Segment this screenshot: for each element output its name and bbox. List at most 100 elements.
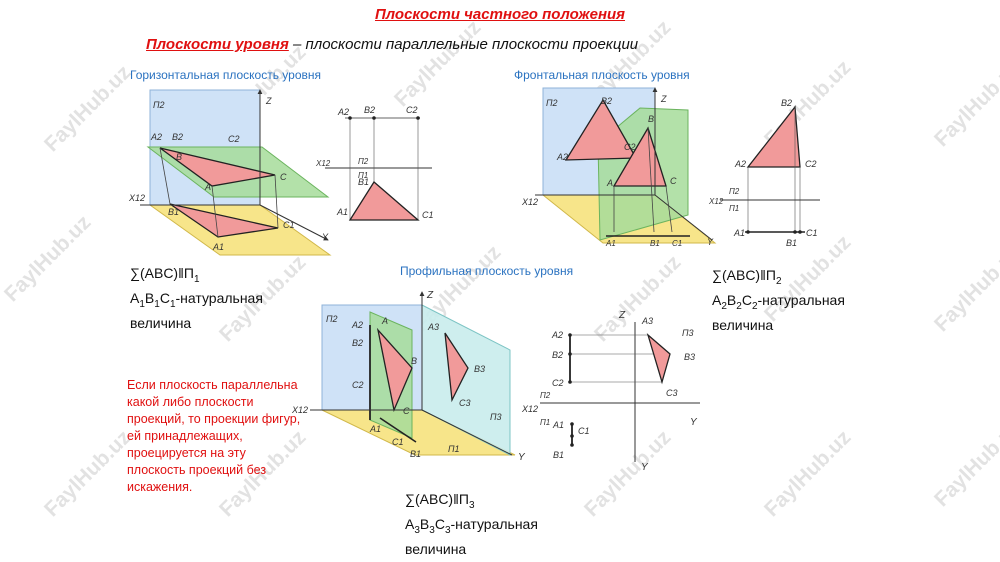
epure-label-c1: C1 <box>422 210 434 220</box>
note-natural: A2B2C2-натуральная <box>712 291 845 316</box>
epure-label-c1: C1 <box>806 228 818 238</box>
horizontal-epure: A2 B2 C2 X12 П2 П1 B1 A1 C1 <box>315 105 434 221</box>
note-natural: A1B1C1-натуральная <box>130 289 263 314</box>
note-a: A <box>405 515 415 532</box>
epure-triangle <box>348 181 420 221</box>
epure-label-p2: П2 <box>729 187 740 196</box>
rule-note: Если плоскость параллельна какой либо пл… <box>127 378 301 494</box>
epure-label-b1: B1 <box>553 450 564 460</box>
profile-epure: Z Y Y X12 П2 П1 П3 A2 B2 C2 A3 B3 C3 A1 … <box>521 310 700 473</box>
profile-3d-figure: Z X12 Y П2 П3 П1 A2 B2 C2 A B C A3 B3 C3… <box>291 290 526 463</box>
triangle-abc <box>376 327 413 413</box>
note-value: величина <box>405 540 467 557</box>
label-b2: B2 <box>352 338 363 348</box>
note-condition: ∑(ABC)ǁП3 <box>405 490 538 515</box>
note-condition: ∑(ABC)ǁП2 <box>712 266 845 291</box>
note-condition: ∑(ABC)ǁП1 <box>130 264 263 289</box>
epure-label-a1: A1 <box>552 420 564 430</box>
page-subtitle: Плоскости уровня – плоскости параллельны… <box>146 36 638 53</box>
profile-note: ∑(ABC)ǁП3 A3B3C3-натуральная величина <box>405 490 538 558</box>
note-sub-a: 3 <box>414 524 420 536</box>
label-p1: П1 <box>448 444 460 454</box>
epure-label-p1: П1 <box>540 418 550 427</box>
note-sub-b: 3 <box>429 524 435 536</box>
epure-label-b1: B1 <box>358 177 369 187</box>
label-a: A <box>381 316 388 326</box>
epure-label-b2: B2 <box>552 350 563 360</box>
label-c3: C3 <box>459 398 471 408</box>
note-condition-text: ∑(ABC)ǁП <box>130 265 194 281</box>
triangle-a2b2c2 <box>564 98 638 161</box>
note-sub-b: 2 <box>736 300 742 312</box>
note-sub-a: 1 <box>139 298 145 310</box>
epure-label-a1: A1 <box>336 207 348 217</box>
label-z: Z <box>265 96 272 106</box>
triangle-a3b3c3 <box>444 332 469 403</box>
epure-label-x12: X12 <box>708 197 724 206</box>
label-c: C <box>280 172 287 182</box>
frontal-epure: A2 B2 C2 X12 П2 П1 A1 B1 C1 <box>708 98 820 248</box>
label-c1: C1 <box>392 437 404 447</box>
epure-label-p1: П1 <box>729 204 739 213</box>
page-title: Плоскости частного положения <box>374 6 626 23</box>
epure-label-c3: C3 <box>666 388 678 398</box>
note-value: величина <box>712 316 774 333</box>
note-natural: A3B3C3-натуральная <box>405 515 538 540</box>
label-p3: П3 <box>490 412 502 422</box>
subtitle-term: Плоскости уровня <box>146 36 289 53</box>
note-c: C <box>434 515 445 532</box>
label-y: Y <box>707 237 714 247</box>
note-rest: -натуральная <box>450 515 538 532</box>
horizontal-note: ∑(ABC)ǁП1 A1B1C1-натуральная величина <box>130 264 263 332</box>
label-x12: X12 <box>291 405 308 415</box>
epure-label-c1: C1 <box>578 426 590 436</box>
label-b1: B1 <box>410 449 421 459</box>
label-x12: X12 <box>128 193 145 203</box>
epure-label-a2: A2 <box>734 159 746 169</box>
frontal-caption: Фронтальная плоскость уровня <box>514 68 690 82</box>
epure-label-b2: B2 <box>364 105 375 115</box>
subtitle-rest: – плоскости параллельные плоскости проек… <box>288 36 639 53</box>
label-y: Y <box>322 232 329 242</box>
label-a2: A2 <box>351 320 363 330</box>
axis-y <box>259 204 329 241</box>
label-a2: A2 <box>150 132 162 142</box>
label-b2: B2 <box>172 132 183 142</box>
note-a: A <box>712 291 722 308</box>
note-condition-sub: 2 <box>775 275 782 287</box>
note-sub-c: 3 <box>444 524 451 536</box>
epure-label-p1: П1 <box>358 171 368 180</box>
epure-label-c2: C2 <box>805 159 817 169</box>
epure-triangle <box>646 333 671 385</box>
label-c2: C2 <box>228 134 240 144</box>
label-c: C <box>403 406 410 416</box>
epure-label-x12: X12 <box>521 404 538 414</box>
horizontal-caption: Горизонтальная плоскость уровня <box>130 68 321 82</box>
label-a1: A1 <box>212 242 224 252</box>
epure-triangle <box>746 105 801 168</box>
epure-label-c2: C2 <box>552 378 564 388</box>
note-c: C <box>741 291 752 308</box>
epure-label-a1: A1 <box>733 228 745 238</box>
label-z: Z <box>660 94 667 104</box>
label-c1: C1 <box>672 239 682 248</box>
note-b: B <box>419 515 430 532</box>
note-condition-text: ∑(ABC)ǁП <box>712 267 776 283</box>
frontal-note: ∑(ABC)ǁП2 A2B2C2-натуральная величина <box>712 266 845 334</box>
note-sub-a: 2 <box>721 300 727 312</box>
label-b1: B1 <box>168 207 179 217</box>
note-b: B <box>726 291 737 308</box>
note-value: величина <box>130 314 192 331</box>
epure-label-b1: B1 <box>786 238 797 248</box>
epure-label-y: Y <box>641 462 649 473</box>
epure-label-x12: X12 <box>315 159 331 168</box>
triangle-abc <box>612 126 667 187</box>
note-condition-text: ∑(ABC)ǁП <box>405 491 469 507</box>
epure-label-p3: П3 <box>682 328 694 338</box>
triangle-a1b1c1 <box>169 203 279 238</box>
epure-label-y2: Y <box>690 417 698 428</box>
note-rest: -натуральная <box>757 291 845 308</box>
label-a: A <box>204 182 211 192</box>
label-c1: C1 <box>283 220 295 230</box>
